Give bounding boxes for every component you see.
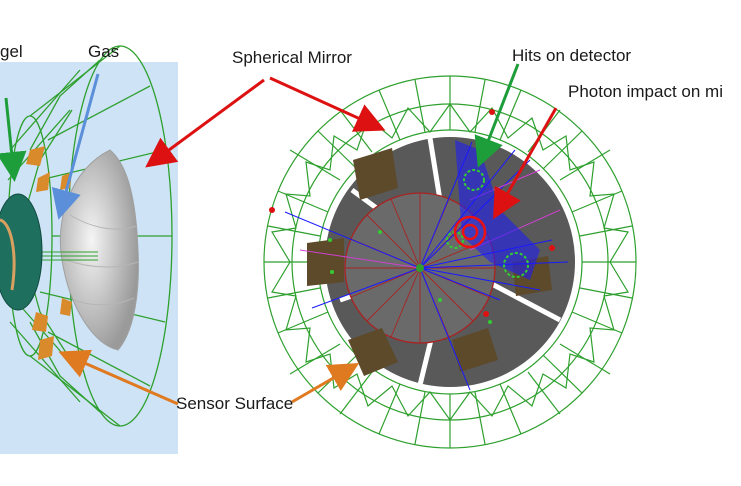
hits-arrow bbox=[474, 63, 520, 168]
front-view bbox=[263, 75, 637, 449]
gas-label: Gas bbox=[88, 42, 120, 61]
central-vertex bbox=[416, 264, 424, 272]
mirror-arrow-right bbox=[269, 76, 386, 132]
photon-impact-arrow bbox=[493, 107, 558, 220]
side-view-panel bbox=[0, 45, 178, 454]
sensor-arrow-left bbox=[58, 349, 179, 406]
sensor-arrow-right bbox=[291, 362, 360, 404]
front-view-wireframe bbox=[263, 75, 637, 449]
spherical-mirror-label: Spherical Mirror bbox=[232, 48, 352, 67]
hits-on-detector-label: Hits on detector bbox=[512, 46, 632, 65]
sensor-surface-label: Sensor Surface bbox=[176, 394, 294, 413]
photon-impact-label: Photon impact on mi bbox=[568, 82, 723, 101]
aerogel-edge bbox=[0, 218, 16, 291]
aerogel-disk bbox=[0, 193, 43, 311]
sensor-pads-side bbox=[26, 146, 72, 360]
gas-arrow bbox=[51, 73, 100, 220]
red-hit-points bbox=[269, 109, 555, 317]
aerogel-arrow bbox=[0, 97, 27, 182]
photon-impact-rings bbox=[453, 215, 487, 249]
mirror-arrow-left bbox=[145, 78, 265, 168]
aerogel-label: gel bbox=[0, 42, 23, 61]
annotation-arrows bbox=[0, 63, 558, 406]
